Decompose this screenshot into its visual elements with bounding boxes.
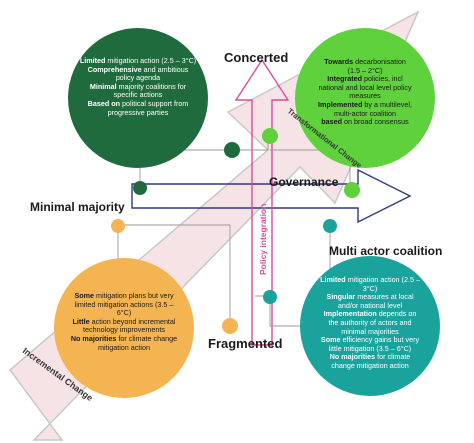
tr-line-1: Towards decarbonisation (1.5 – 2°C) xyxy=(324,57,406,75)
bl-line-3: No majorities for climate change mitigat… xyxy=(70,333,178,352)
bl-line-2: Little action beyond incremental technol… xyxy=(72,316,176,335)
tl-line-1: Limited mitigation action (2.5 – 3°C) xyxy=(79,56,197,65)
br-line-3: Implementation depends on the authority … xyxy=(323,309,417,336)
bl-line-1: Some mitigation plans but very limited m… xyxy=(74,291,174,318)
circle-top-left-text: Limited mitigation action (2.5 – 3°C) Co… xyxy=(78,56,198,117)
node-teal-left xyxy=(263,290,277,304)
circle-top-right-text: Towards decarbonisation (1.5 – 2°C) Inte… xyxy=(318,57,412,127)
label-multi-actor-coalition: Multi actor coalition xyxy=(329,244,443,258)
br-line-2: Singular measures at local and/or nation… xyxy=(326,292,414,310)
tr-line-3: Implemented by a multilevel, multi-actor… xyxy=(318,99,412,118)
node-light-green-right xyxy=(344,182,360,198)
circle-bottom-left xyxy=(54,258,194,398)
node-dark-green-right xyxy=(224,142,240,158)
br-line-5: No majorities for climate change mitigat… xyxy=(329,352,411,370)
circle-top-right xyxy=(295,28,435,168)
tr-line-2: Integrated policies, incl national and l… xyxy=(318,74,412,101)
circle-bottom-left-text: Some mitigation plans but very limited m… xyxy=(68,291,180,352)
node-orange-left xyxy=(111,219,125,233)
circle-top-left xyxy=(68,28,208,168)
circle-bottom-right-text: Limited mitigation action (2.5 – 3°C) Si… xyxy=(320,275,420,371)
label-fragmented: Fragmented xyxy=(208,336,283,351)
node-dark-green-low xyxy=(133,181,147,195)
node-light-green-top xyxy=(262,128,278,144)
br-line-1: Limited mitigation action (2.5 – 3°C) xyxy=(320,275,420,293)
node-orange-bottom xyxy=(222,318,238,334)
policy-integration-label: Policy integration xyxy=(258,204,268,275)
policy-integration-arrow xyxy=(234,58,290,346)
label-concerted: Concerted xyxy=(224,50,289,65)
tl-line-4: Based on political support from progress… xyxy=(87,98,189,117)
governance-arrow xyxy=(131,168,412,224)
tr-line-4: based on broad consensus xyxy=(321,117,409,127)
tl-line-3: Minimal majority coalitions for specific… xyxy=(89,81,187,100)
tl-line-2: Comprehensive and ambitious policy agend… xyxy=(87,64,189,83)
circle-bottom-right xyxy=(300,256,440,396)
label-governance: Governance xyxy=(269,175,339,189)
node-teal-top xyxy=(323,219,337,233)
br-line-4: Some efficiency gains but very little mi… xyxy=(320,335,420,353)
label-minimal-majority: Minimal majority xyxy=(30,200,125,214)
